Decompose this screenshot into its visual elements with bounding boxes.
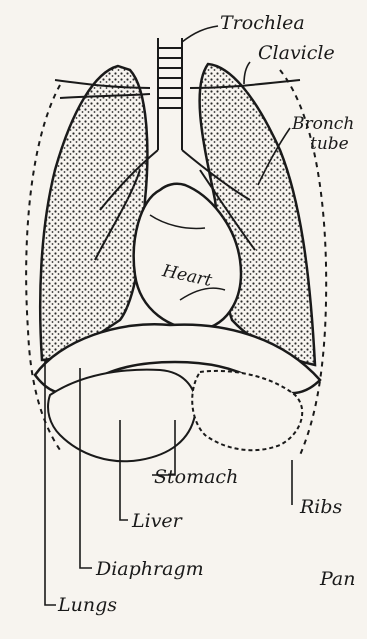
- label-bronchial-tube-1: Bronch: [292, 116, 354, 133]
- label-clavicle: Clavicle: [258, 44, 335, 63]
- label-liver: Liver: [132, 512, 182, 531]
- label-bronchial-tube-2: tube: [310, 136, 349, 153]
- label-diaphragm: Diaphragm: [96, 560, 204, 579]
- left-lung: [40, 66, 147, 360]
- label-pancreas-partial: Pan: [320, 570, 356, 589]
- label-stomach: Stomach: [154, 468, 238, 487]
- label-trochlea: Trochlea: [220, 14, 305, 33]
- trachea: [158, 38, 182, 150]
- label-lungs: Lungs: [58, 596, 117, 615]
- liver: [48, 370, 196, 462]
- label-ribs: Ribs: [300, 498, 342, 517]
